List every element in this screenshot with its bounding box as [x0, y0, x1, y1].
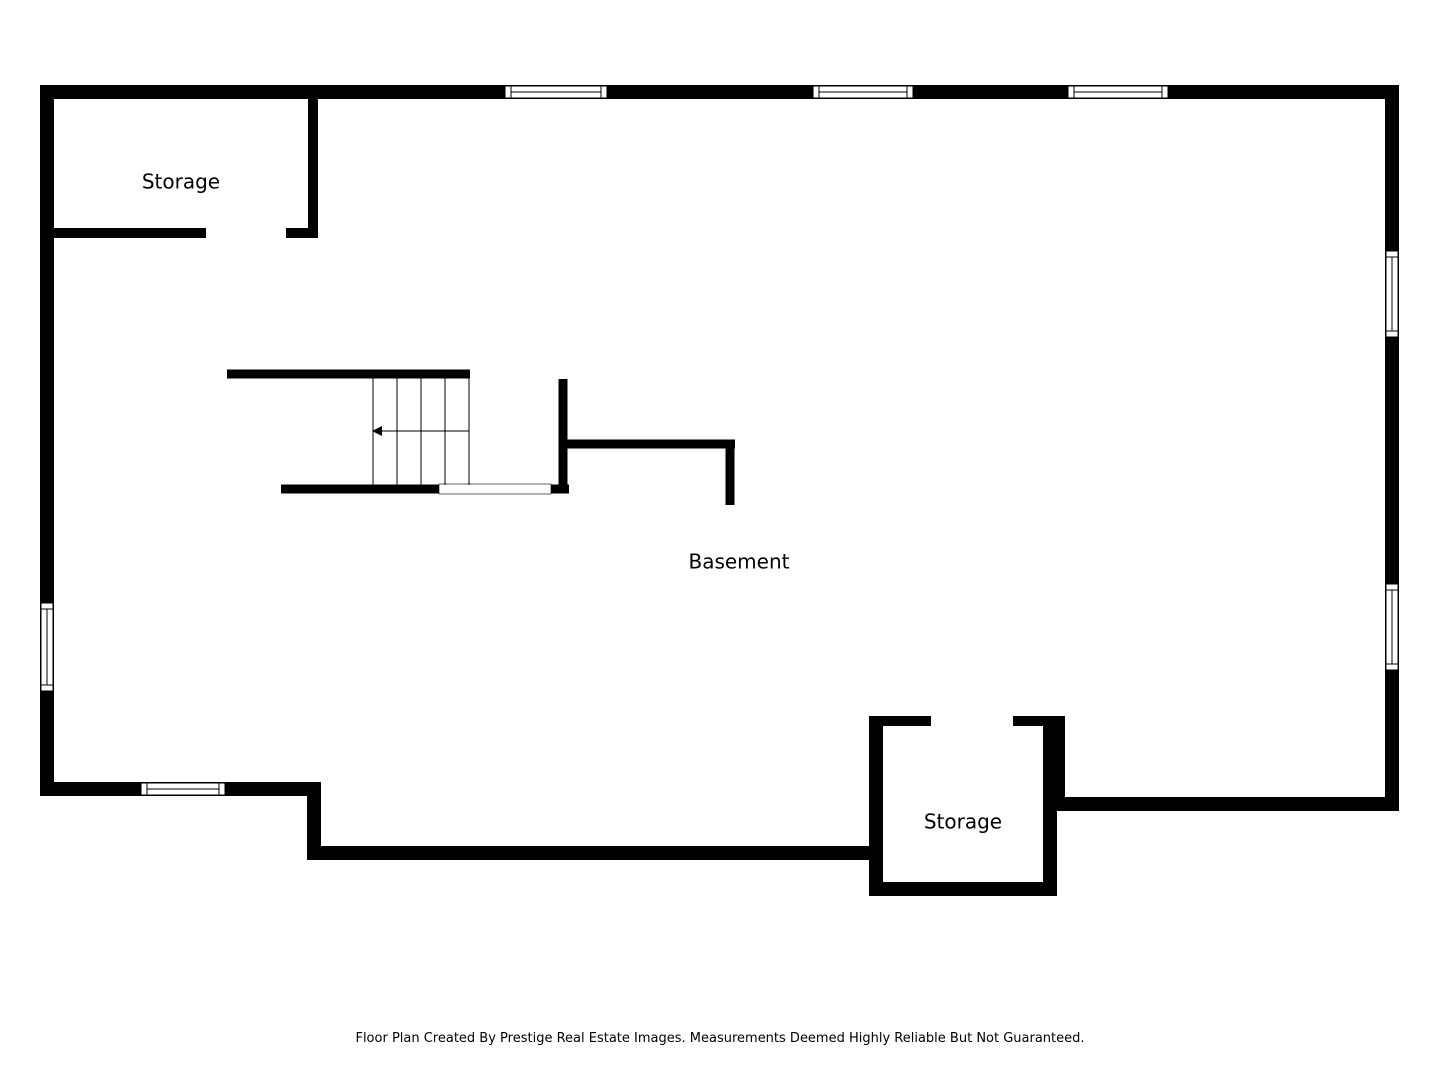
room-label-storage-bottom: Storage: [924, 810, 1002, 834]
window-right-1: [1385, 250, 1399, 338]
window-top-2: [812, 85, 914, 99]
stair-treads: [372, 378, 470, 485]
window-bottom-1: [140, 782, 226, 796]
window-right-2: [1385, 583, 1399, 671]
stair-opening: [438, 483, 552, 495]
room-label-basement: Basement: [688, 550, 789, 574]
storage-bottom-door: [931, 715, 1013, 727]
storage-top-left-door: [206, 228, 286, 238]
window-top-3: [1067, 85, 1169, 99]
storage-top-left-walls: [47, 92, 318, 238]
stair-direction-arrow-icon: [372, 426, 382, 436]
window-top-1: [504, 85, 608, 99]
window-left-1: [40, 602, 54, 692]
storage-bottom-walls: [869, 716, 1065, 896]
exterior-walls: [40, 85, 1399, 860]
room-label-storage-top-left: Storage: [142, 170, 220, 194]
footer-disclaimer: Floor Plan Created By Prestige Real Esta…: [355, 1031, 1085, 1046]
windows: [40, 85, 1399, 796]
